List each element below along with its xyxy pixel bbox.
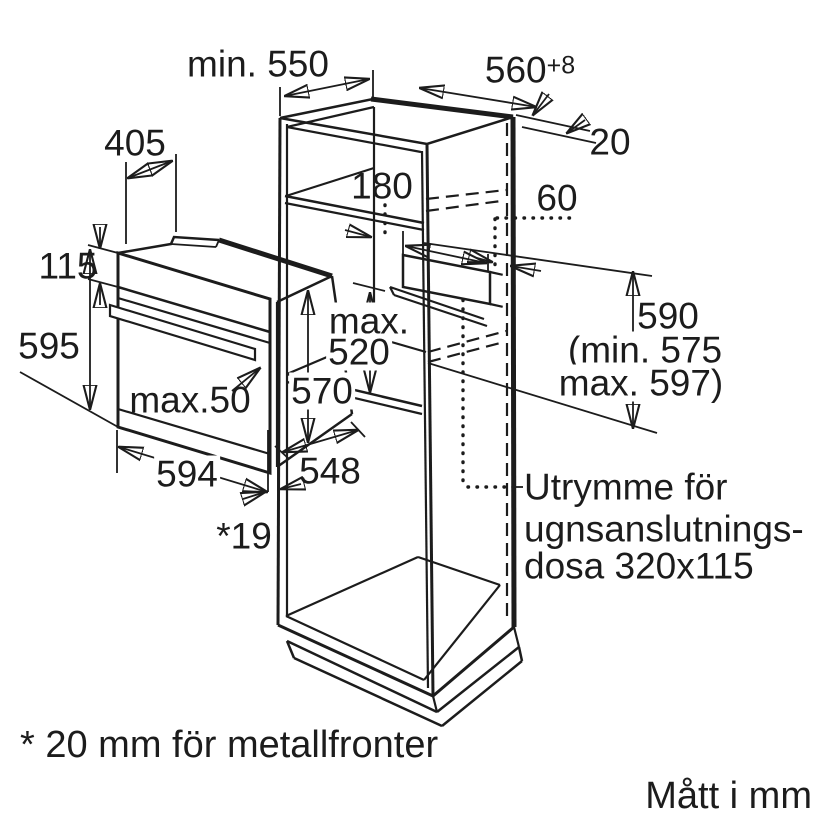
dim-label-recess-depth-max: max. bbox=[326, 300, 412, 342]
dim-label-front-gap: *19 bbox=[216, 515, 272, 557]
units-note: Mått i mm bbox=[645, 775, 812, 817]
dim-label-niche-height: 590 bbox=[635, 295, 701, 337]
dim-label-recess-depth-value: 520 bbox=[326, 331, 392, 373]
dim-label-niche-height-max: max. 597) bbox=[556, 362, 726, 404]
dim-label-body-depth: 548 bbox=[299, 450, 361, 492]
oven-outline bbox=[108, 235, 354, 476]
dim-label-oven-width: 594 bbox=[154, 453, 220, 495]
dim-label-oven-top-depth: 405 bbox=[104, 122, 166, 164]
connection-note-line3: dosa 320x115 bbox=[524, 545, 754, 587]
dim-label-panel-height: 115 bbox=[38, 245, 98, 287]
dim-label-niche-width-tolerance: +8 bbox=[546, 51, 576, 80]
footnote-metal-fronts: * 20 mm för metallfronter bbox=[20, 724, 439, 766]
connection-box bbox=[383, 203, 580, 489]
dim-label-handle-depth: max.50 bbox=[129, 379, 251, 421]
connection-note-line1: Utrymme för bbox=[524, 466, 728, 508]
connection-note-line2: ugnsanslutnings- bbox=[524, 508, 804, 550]
dim-label-niche-height-min: (min. 575 bbox=[565, 329, 725, 371]
dim-label-body-height: 570 bbox=[289, 370, 355, 412]
dim-label-vent-clearance: 180 bbox=[351, 165, 413, 207]
dim-label-oven-height: 595 bbox=[18, 325, 80, 367]
dim-label-wall-thickness: 20 bbox=[589, 121, 631, 163]
dim-label-niche-width: 560+8 bbox=[484, 49, 576, 91]
dim-label-cabinet-depth: min. 550 bbox=[187, 43, 329, 85]
cabinet-hidden-edges bbox=[425, 123, 509, 620]
dim-label-connection-strip: 60 bbox=[536, 177, 578, 219]
